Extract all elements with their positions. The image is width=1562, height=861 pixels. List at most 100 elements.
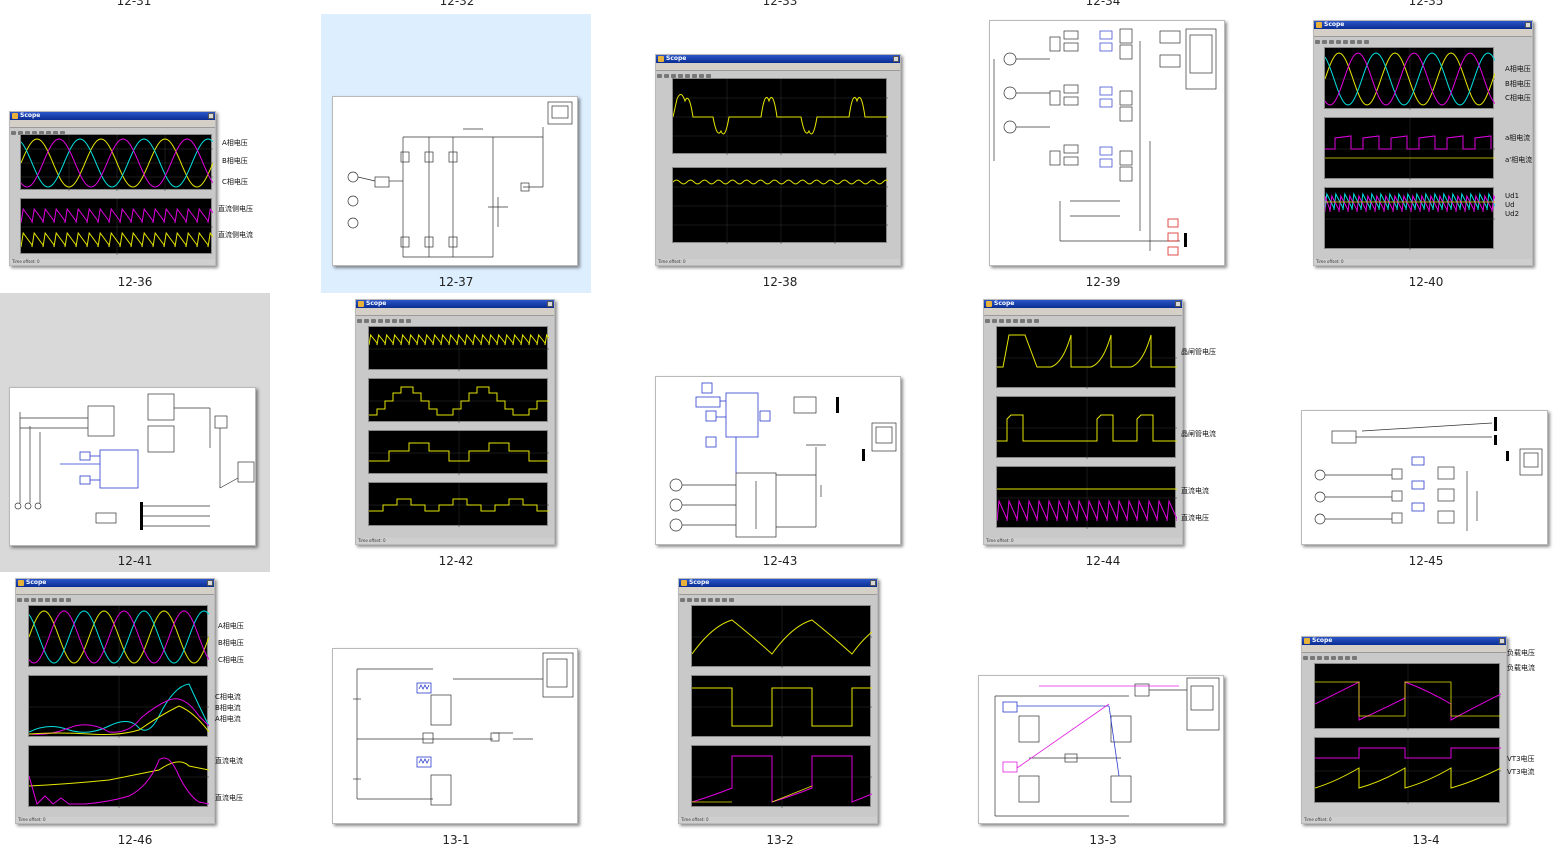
- scope-window: Scope Time offset: 0: [355, 299, 555, 545]
- annotation-label: B相电压: [222, 157, 248, 165]
- top-label-12-35[interactable]: 12-35: [1408, 0, 1444, 8]
- thumbnail-12-37[interactable]: 12-37: [321, 14, 591, 293]
- annotation-label: A相电压: [222, 139, 248, 147]
- schematic-diagram: [989, 20, 1225, 266]
- waveform: [1314, 664, 1502, 730]
- schematic-diagram: [655, 376, 901, 545]
- scope-title: Scope: [356, 300, 554, 308]
- scope-window: Scope Time offset: 0: [15, 578, 215, 824]
- waveform: [369, 379, 549, 423]
- annotation-label: a'相电流: [1505, 156, 1533, 164]
- thumbnail-caption: 12-43: [762, 554, 798, 568]
- waveform: [672, 79, 888, 155]
- annotation-label: Ud: [1505, 201, 1515, 209]
- scope-window: Scope Time offset: 0: [1301, 636, 1507, 824]
- thumbnail-caption: 12-37: [438, 275, 474, 289]
- annotation-label: C相电压: [218, 656, 244, 664]
- annotation-label: B相电流: [215, 704, 241, 712]
- top-label-12-31[interactable]: 12-31: [116, 0, 152, 8]
- annotation-label: 负载电流: [1507, 664, 1535, 672]
- waveform: [997, 327, 1177, 389]
- scope-plot: [1314, 663, 1502, 730]
- thumbnail-13-4[interactable]: Scope Time offset: 0 负载电压 负载电流 VT3电压 VT3…: [1291, 572, 1561, 851]
- thumbnail-12-46[interactable]: Scope Time offset: 0: [0, 572, 270, 851]
- scope-plot: [672, 167, 889, 244]
- scope-plot: [691, 605, 873, 668]
- scope-plot: [368, 482, 549, 527]
- scope-plot: [368, 430, 549, 475]
- waveform: [997, 397, 1177, 459]
- scope-plot: [20, 134, 214, 191]
- annotation-label: C相电流: [215, 693, 241, 701]
- top-label-12-34[interactable]: 12-34: [1085, 0, 1121, 8]
- thumbnail-caption: 12-45: [1408, 554, 1444, 568]
- thumbnail-12-40[interactable]: Scope Time offset: 0: [1291, 14, 1561, 293]
- thumbnail-12-39[interactable]: 12-39: [968, 14, 1238, 293]
- thumbnail-12-44[interactable]: Scope Time offset: 0 晶闸管电压 晶闸管电流 直流电流 直流…: [968, 293, 1238, 572]
- thumbnail-13-2[interactable]: Scope Time offset: 0 13-2: [645, 572, 915, 851]
- thumbnail-13-3[interactable]: 13-3: [968, 572, 1238, 851]
- thumbnail-caption: 12-36: [117, 275, 153, 289]
- scope-plot: [996, 326, 1177, 389]
- thumbnail-12-38[interactable]: Scope Time offset: 0 12-38: [645, 14, 915, 293]
- scope-plot: [691, 675, 872, 738]
- scope-plot: [1324, 187, 1502, 250]
- waveform: [28, 676, 210, 738]
- waveform: [691, 606, 873, 668]
- scope-window: Scope Time offset: 0: [9, 111, 216, 266]
- thumbnail-12-36[interactable]: Scope Time offset: 0 A相电压 B相电压 C相电压 直流侧电…: [0, 14, 270, 293]
- waveform: [1314, 738, 1502, 804]
- annotation-label: 直流侧电流: [218, 231, 253, 239]
- schematic-diagram: [1301, 410, 1548, 545]
- waveform: [369, 431, 549, 475]
- annotation-label: A相电流: [215, 715, 241, 723]
- thumbnail-caption: 13-1: [442, 833, 470, 847]
- annotation-label: B相电压: [1505, 80, 1531, 88]
- circuit-lines: [994, 677, 1220, 817]
- top-label-12-33[interactable]: 12-33: [762, 0, 798, 8]
- annotation-label: Ud2: [1505, 210, 1520, 218]
- waveform: [20, 199, 215, 255]
- thumbnail-12-43[interactable]: 12-43: [645, 293, 915, 572]
- thumbnail-13-1[interactable]: 13-1: [321, 572, 591, 851]
- waveform: [369, 483, 549, 527]
- thumbnail-12-42[interactable]: Scope Time offset: 0: [321, 293, 591, 572]
- annotation-label: C相电压: [222, 178, 248, 186]
- scope-title: Scope: [1302, 637, 1506, 645]
- annotation-label: B相电压: [218, 639, 244, 647]
- top-label-12-32[interactable]: 12-32: [439, 0, 475, 8]
- annotation-label: 晶闸管电压: [1181, 348, 1216, 356]
- waveform: [368, 327, 554, 371]
- scope-plot: [996, 466, 1182, 529]
- annotation-label: 直流电流: [1181, 487, 1209, 495]
- annotation-label: 负载电压: [1507, 649, 1535, 657]
- thumbnail-12-41[interactable]: 12-41: [0, 293, 270, 572]
- scope-title: Scope: [656, 55, 900, 63]
- scope-title: Scope: [984, 300, 1182, 308]
- scope-title: Scope: [16, 579, 214, 587]
- annotation-label: a相电流: [1505, 134, 1531, 142]
- thumbnail-caption: 13-4: [1412, 833, 1440, 847]
- circuit-lines: [669, 382, 897, 538]
- annotation-label: 直流电流: [215, 757, 243, 765]
- thumbnail-12-45[interactable]: 12-45: [1291, 293, 1561, 572]
- annotation-label: C相电压: [1505, 94, 1531, 102]
- thumbnail-caption: 12-44: [1085, 554, 1121, 568]
- annotation-label: VT3电压: [1507, 755, 1535, 763]
- annotation-label: 直流电压: [215, 794, 243, 802]
- waveform: [28, 746, 210, 808]
- scope-plot: [996, 396, 1177, 459]
- scope-plot: [368, 326, 554, 371]
- scope-plot: [20, 198, 215, 255]
- waveform: [1324, 188, 1502, 250]
- scope-window: Scope Time offset: 0: [983, 299, 1183, 545]
- waveform: [20, 135, 214, 191]
- scope-title: Scope: [679, 579, 877, 587]
- schematic-diagram: [978, 675, 1224, 824]
- thumbnail-caption: 12-38: [762, 275, 798, 289]
- circuit-lines: [14, 393, 255, 530]
- scope-plot: [672, 78, 888, 155]
- schematic-diagram: [9, 387, 256, 546]
- annotation-label: Ud1: [1505, 192, 1520, 200]
- schematic-diagram: [332, 648, 578, 824]
